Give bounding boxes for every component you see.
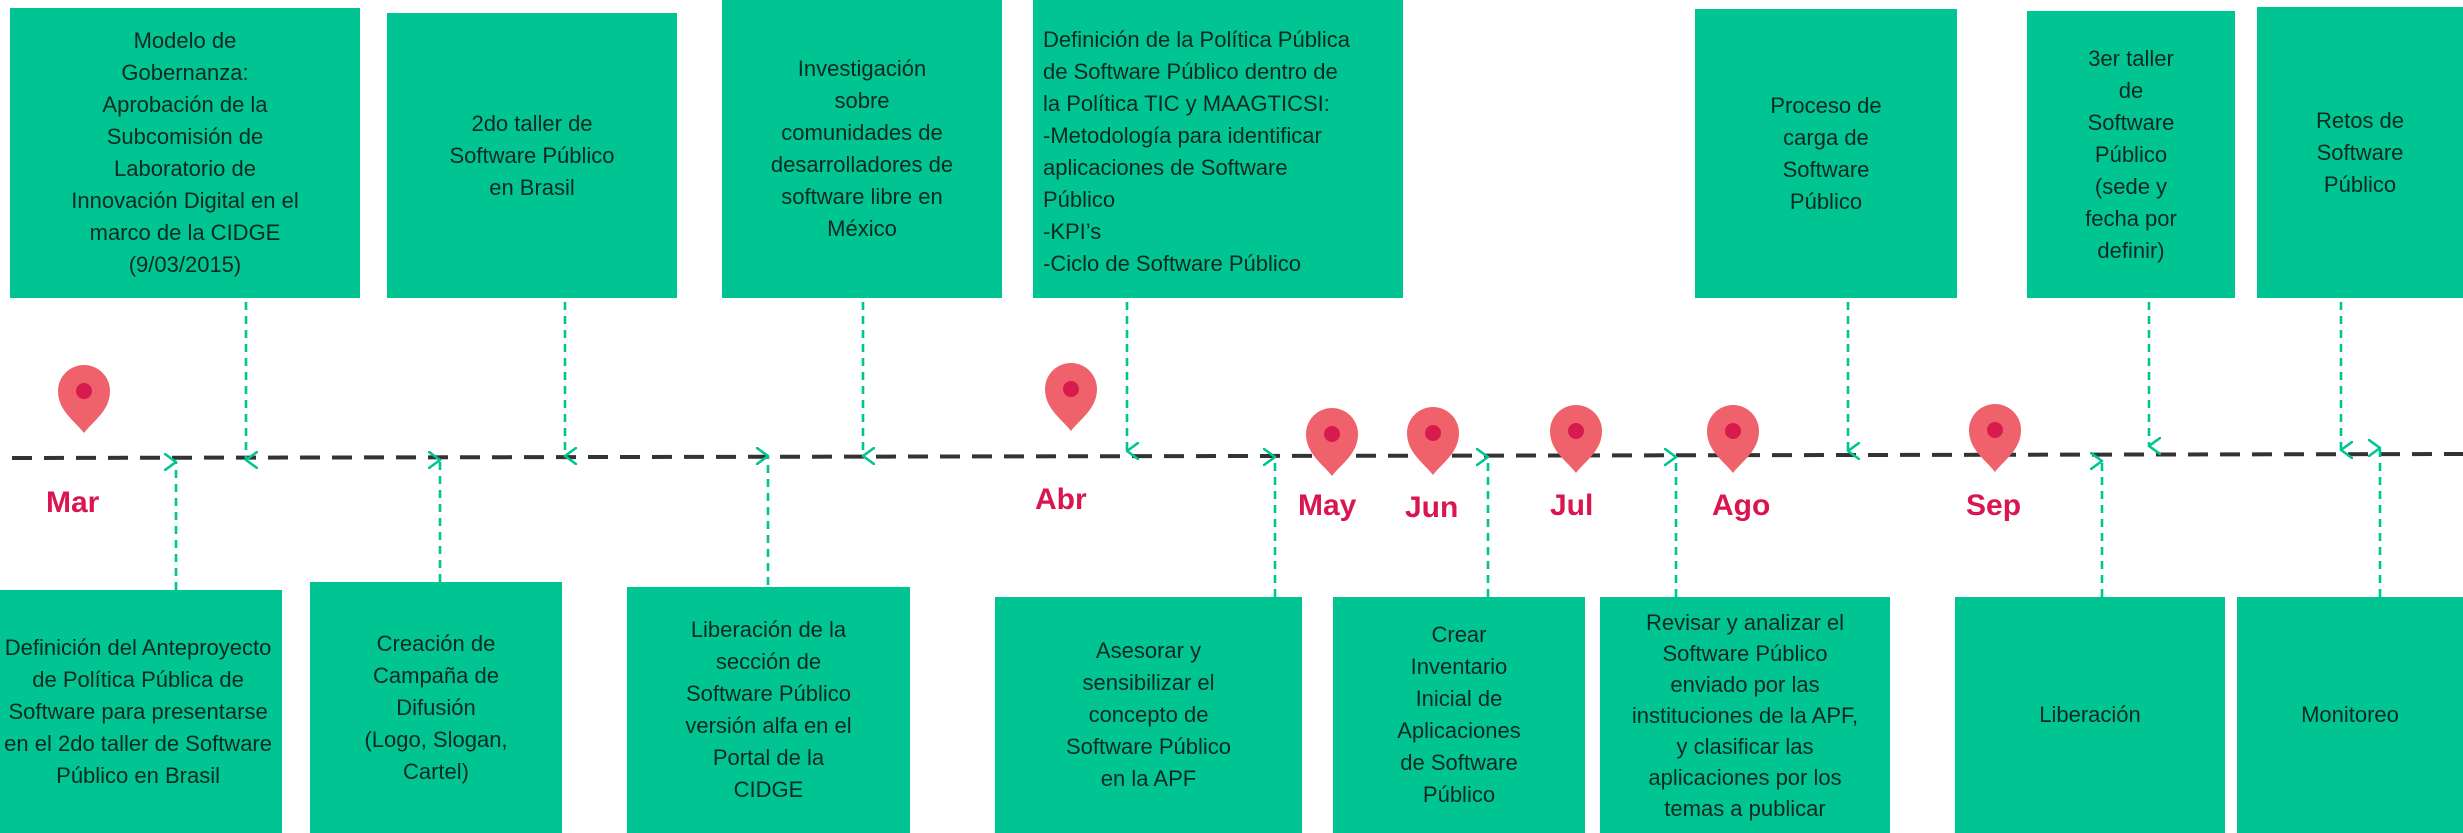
event-box-top: Modelo de Gobernanza: Aprobación de la S… [10, 8, 360, 298]
month-label-ago: Ago [1712, 489, 1771, 522]
event-box-bottom: Crear Inventario Inicial de Aplicaciones… [1333, 597, 1585, 833]
event-box-bottom: Revisar y analizar el Software Público e… [1600, 597, 1890, 833]
pin-icon [1407, 407, 1459, 475]
pin-icon [1045, 363, 1097, 431]
pin-icon [1707, 405, 1759, 473]
bottom-connectors [176, 448, 2382, 597]
event-box-bottom: Asesorar y sensibilizar el concepto de S… [995, 597, 1302, 833]
month-label-may: May [1298, 489, 1357, 522]
event-box-bottom: Liberación de la sección de Software Púb… [627, 587, 910, 833]
event-box-top: Definición de la Política Pública de Sof… [1033, 0, 1403, 298]
month-label-jul: Jul [1550, 489, 1594, 522]
pin-icon [1969, 404, 2021, 472]
month-label-sep: Sep [1966, 489, 2022, 522]
event-box-bottom: Liberación [1955, 597, 2225, 833]
pin-icon [58, 365, 110, 433]
month-markers [58, 363, 2021, 476]
event-box-top: Investigación sobre comunidades de desar… [722, 0, 1002, 298]
month-label-jun: Jun [1405, 491, 1459, 524]
pin-icon [1306, 408, 1358, 476]
event-box-top: 2do taller de Software Público en Brasil [387, 13, 677, 298]
event-box-bottom: Monitoreo [2237, 597, 2463, 833]
event-box-top: Retos de Software Público [2257, 7, 2463, 298]
timeline-axis [11, 452, 2463, 460]
month-label-mar: Mar [46, 486, 100, 519]
event-box-top: 3er taller de Software Público (sede y f… [2027, 11, 2235, 298]
top-connectors [244, 302, 2341, 460]
event-box-bottom: Definición del Anteproyecto de Política … [0, 590, 282, 833]
month-label-abr: Abr [1035, 483, 1087, 516]
event-box-top: Proceso de carga de Software Público [1695, 9, 1957, 298]
event-box-bottom: Creación de Campaña de Difusión (Logo, S… [310, 582, 562, 833]
pin-icon [1550, 405, 1602, 473]
